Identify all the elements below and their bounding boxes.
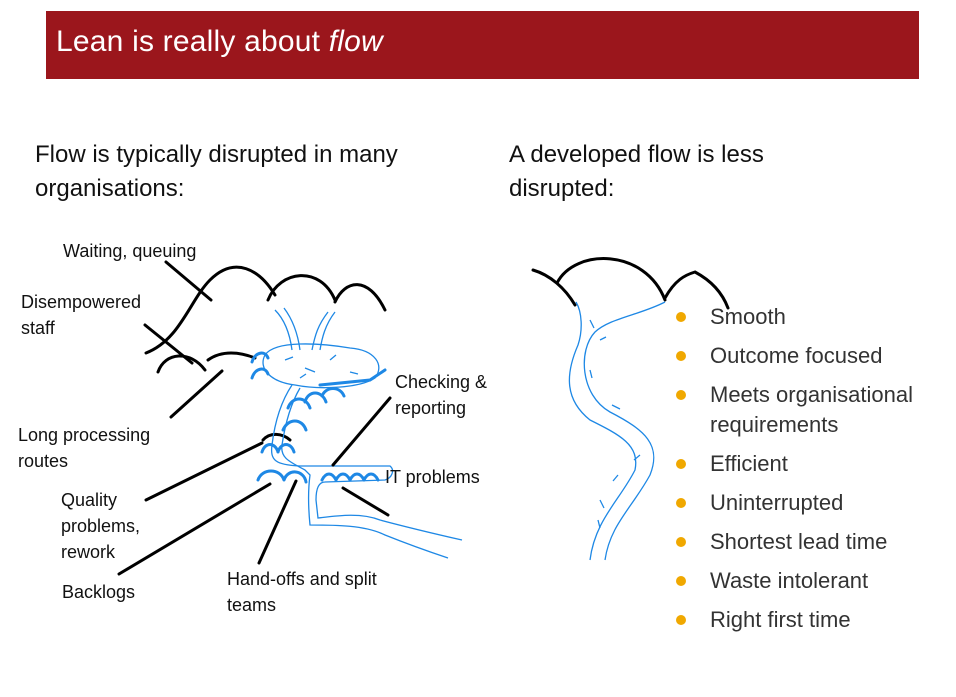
bullet-dot-icon <box>676 390 686 400</box>
callout-handoffs <box>257 479 298 565</box>
bullet-text: Smooth <box>710 304 786 329</box>
bullet-text: Waste intolerant <box>710 568 869 593</box>
bullet-item: Meets organisational requirements <box>673 380 956 440</box>
bullet-item: Smooth <box>673 302 956 332</box>
callout-waiting <box>164 260 213 302</box>
bullet-dot-icon <box>676 537 686 547</box>
hill-left <box>531 268 577 307</box>
hill-center <box>555 257 667 302</box>
label-disempowered: Disempowered staff <box>21 292 142 338</box>
bullet-text: Right first time <box>710 607 851 632</box>
bullet-text: Meets organisational requirements <box>710 382 914 437</box>
bullet-item: Right first time <box>673 605 956 635</box>
left-heading: Flow is typically disrupted in many orga… <box>35 141 398 202</box>
right-heading: A developed flow is less disrupted: <box>509 141 764 202</box>
callout-checking <box>331 396 392 467</box>
river-right-bank <box>583 301 666 561</box>
waterfall-right <box>311 311 336 351</box>
callout-lines <box>117 260 392 576</box>
hill-small-1 <box>156 354 207 374</box>
hill-small-2 <box>206 351 257 362</box>
bullet-item: Waste intolerant <box>673 566 956 596</box>
slide-title: Lean is really about flow <box>56 25 383 59</box>
developed-flow-hills <box>531 257 730 310</box>
bullet-dot-icon <box>676 498 686 508</box>
hill-big <box>144 265 277 355</box>
disrupted-flow-waves <box>250 351 387 484</box>
label-long-routes: Long processing routes <box>18 425 151 471</box>
hill-right <box>333 283 387 312</box>
label-checking: Checking & reporting <box>395 372 488 418</box>
callout-disempowered <box>143 323 194 365</box>
bullet-dot-icon <box>676 312 686 322</box>
bullet-dot-icon <box>676 351 686 361</box>
river-left-bank <box>568 301 637 561</box>
bullet-item: Uninterrupted <box>673 488 956 518</box>
label-backlogs: Backlogs <box>62 582 136 602</box>
label-it: IT problems <box>385 467 480 487</box>
bullet-dot-icon <box>676 576 686 586</box>
stream-main-inner <box>281 387 449 559</box>
label-handoffs: Hand-offs and split teams <box>227 569 377 615</box>
bullet-item: Efficient <box>673 449 956 479</box>
bullet-dot-icon <box>676 615 686 625</box>
bullet-item: Shortest lead time <box>673 527 956 557</box>
bullet-text: Efficient <box>710 451 788 476</box>
disrupted-flow-hills <box>144 265 387 442</box>
benefits-list: Smooth Outcome focused Meets organisatio… <box>673 302 956 644</box>
label-quality: Quality problems, rework <box>61 490 141 562</box>
callout-backlogs <box>117 482 272 576</box>
callout-quality <box>144 441 264 502</box>
title-emphasis: flow <box>328 25 383 58</box>
waterfall-left <box>274 307 301 351</box>
hill-right <box>663 270 730 310</box>
hill-small-3 <box>261 432 292 442</box>
developed-flow-river <box>568 301 666 561</box>
callout-long-routes <box>169 369 224 419</box>
bullet-dot-icon <box>676 459 686 469</box>
bullet-text: Shortest lead time <box>710 529 888 554</box>
title-bar: Lean is really about flow <box>46 11 919 79</box>
bullet-text: Uninterrupted <box>710 490 844 515</box>
label-waiting: Waiting, queuing <box>63 241 197 261</box>
bullet-text: Outcome focused <box>710 343 883 368</box>
hill-mid <box>266 274 337 302</box>
disrupted-flow-water <box>262 307 463 559</box>
callout-it <box>341 486 390 517</box>
title-text: Lean is really about <box>56 25 329 58</box>
bullet-item: Outcome focused <box>673 341 956 371</box>
